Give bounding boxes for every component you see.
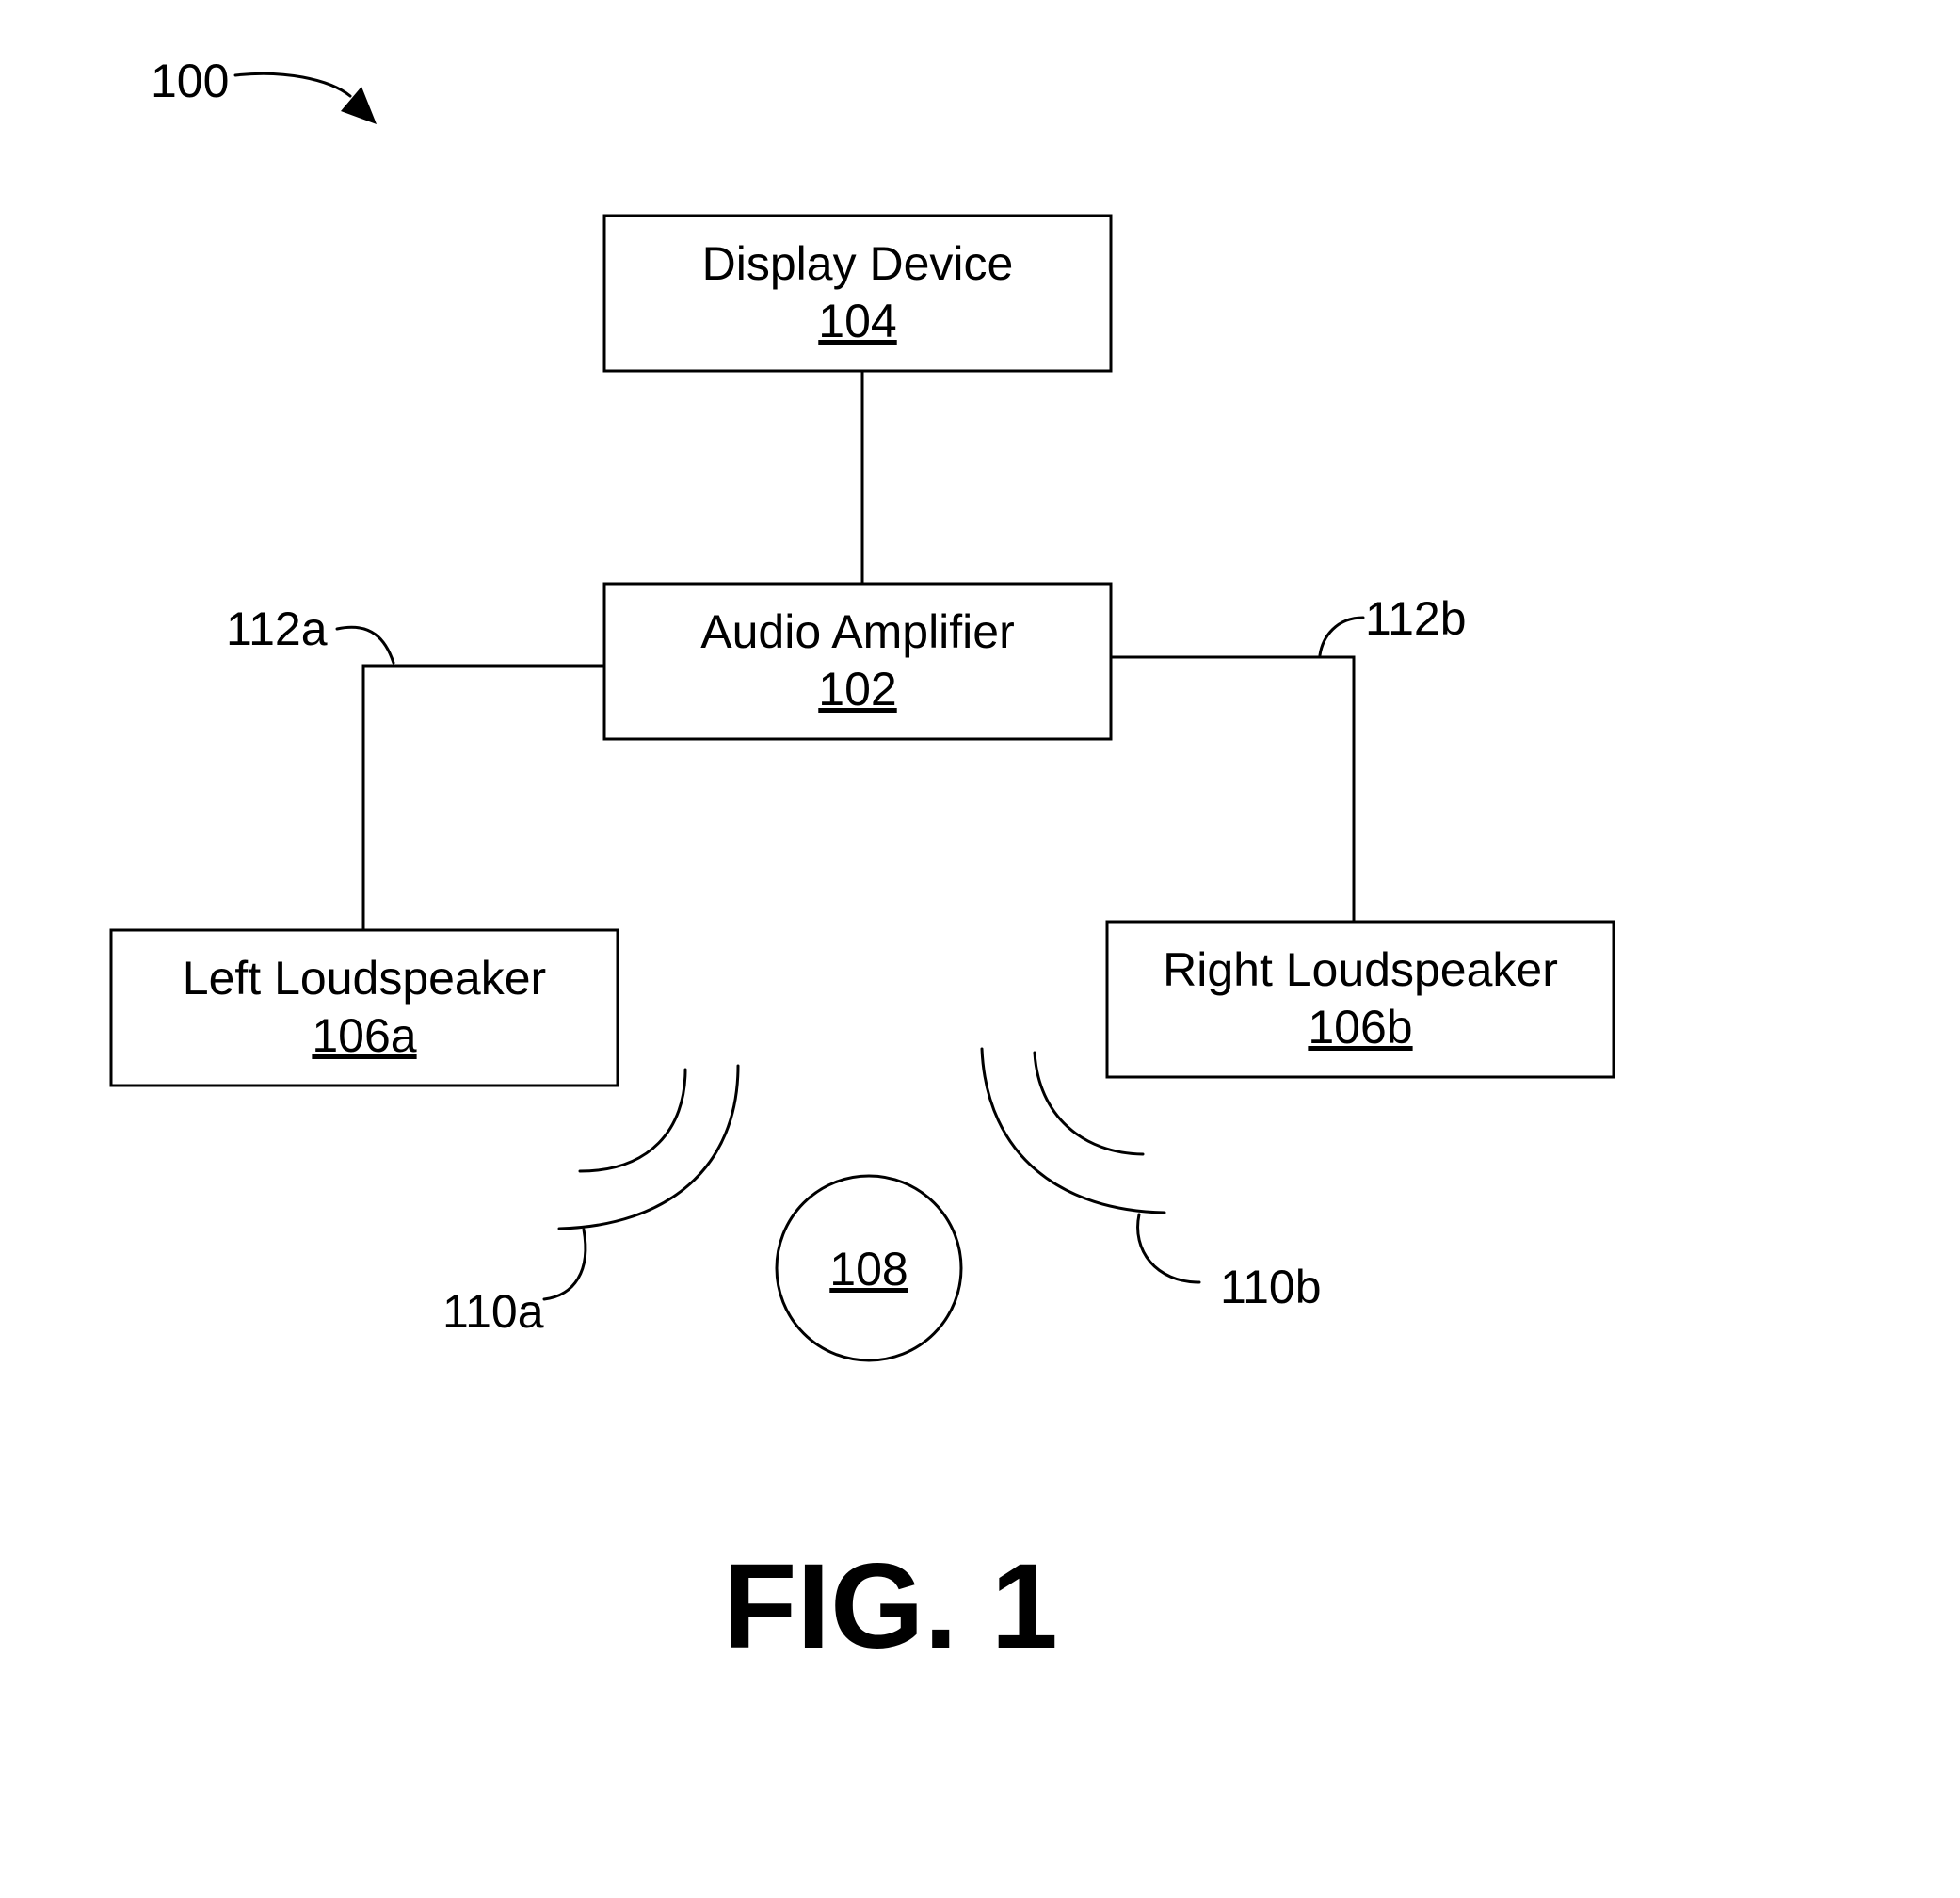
audio-amplifier-label: Audio Amplifier — [700, 605, 1015, 658]
left-loudspeaker-ref: 106a — [312, 1009, 416, 1062]
leader-112a — [337, 627, 394, 663]
left-loudspeaker-block: Left Loudspeaker 106a — [111, 930, 618, 1086]
right-loudspeaker-block: Right Loudspeaker 106b — [1107, 922, 1614, 1077]
right-loudspeaker-ref: 106b — [1308, 1001, 1412, 1054]
left-loudspeaker-label: Left Loudspeaker — [183, 952, 546, 1005]
listener-ref: 108 — [829, 1243, 908, 1295]
callout-112b: 112b — [1365, 592, 1467, 645]
display-device-ref: 104 — [818, 295, 896, 347]
listener-circle: 108 — [777, 1176, 961, 1360]
leader-110a — [544, 1230, 586, 1299]
display-device-label: Display Device — [702, 237, 1014, 290]
figure-number-arrow — [235, 73, 350, 96]
audio-amplifier-block: Audio Amplifier 102 — [604, 584, 1111, 739]
wire-112b — [1112, 657, 1354, 922]
callout-112a: 112a — [226, 603, 328, 655]
figure-caption: FIG. 1 — [723, 1539, 1058, 1674]
display-device-block: Display Device 104 — [604, 216, 1111, 371]
leader-112b — [1320, 618, 1363, 655]
figure-number-label: 100 — [151, 55, 229, 107]
audio-amplifier-ref: 102 — [818, 663, 896, 716]
callout-110b: 110b — [1220, 1261, 1322, 1313]
leader-110b — [1138, 1214, 1199, 1282]
left-sound-wave-outer — [559, 1066, 738, 1229]
wire-112a — [363, 666, 604, 930]
right-loudspeaker-label: Right Loudspeaker — [1163, 943, 1558, 996]
callout-110a: 110a — [442, 1285, 544, 1338]
